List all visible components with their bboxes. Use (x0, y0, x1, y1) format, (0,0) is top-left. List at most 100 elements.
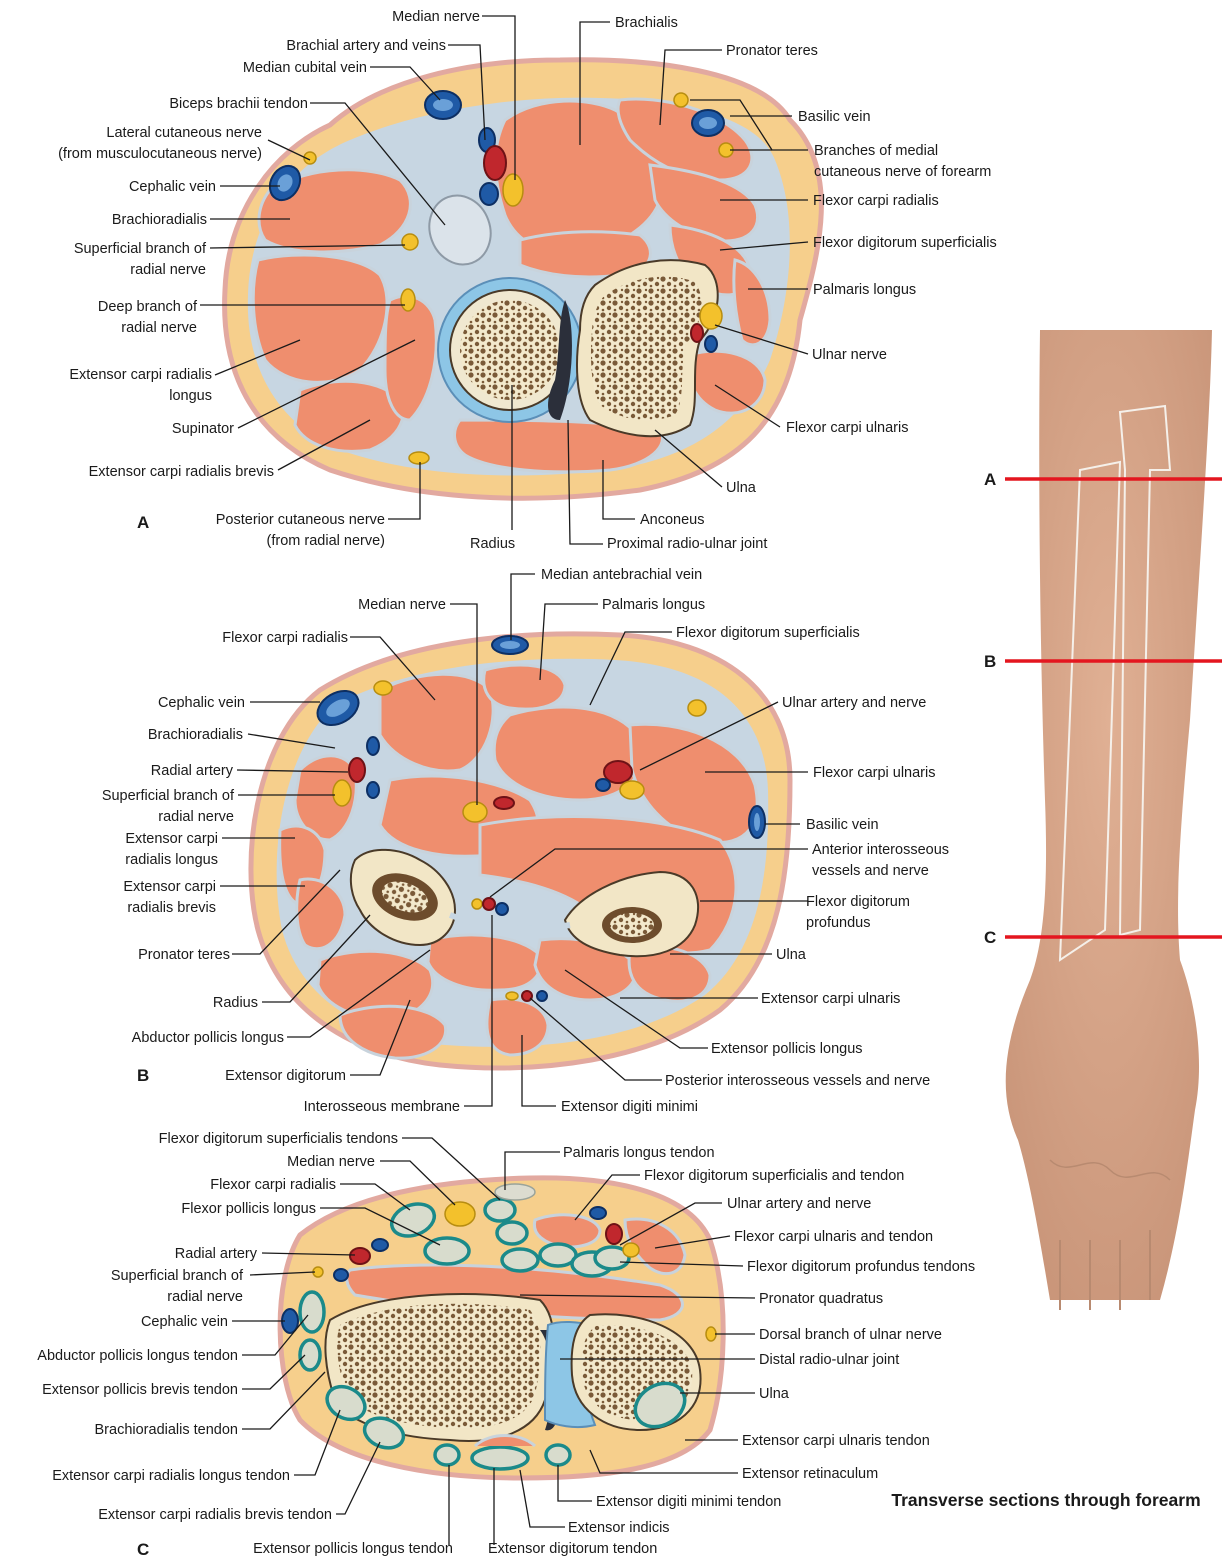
label-c-extensor-retinaculum: Extensor retinaculum (742, 1466, 878, 1482)
label-b-basilic-vein: Basilic vein (806, 817, 879, 833)
label-c-ulnar-artery-nerve: Ulnar artery and nerve (727, 1196, 871, 1212)
label-a-ecrb: Extensor carpi radialis brevis (89, 464, 274, 480)
label-b-ecrl-2: radialis longus (125, 852, 218, 868)
label-c-median-nerve: Median nerve (287, 1154, 375, 1170)
label-a-ulnar-nerve: Ulnar nerve (812, 347, 887, 363)
label-c-extensor-digitorum-tendon: Extensor digitorum tendon (488, 1541, 657, 1557)
label-b-anterior-interosseous-2: vessels and nerve (812, 863, 929, 879)
label-b-pronator-teres: Pronator teres (138, 947, 230, 963)
label-b-cephalic-vein: Cephalic vein (158, 695, 245, 711)
label-a-palmaris-longus: Palmaris longus (813, 282, 916, 298)
section-a-illustration (225, 60, 822, 498)
label-b-anterior-interosseous-1: Anterior interosseous (812, 842, 949, 858)
label-a-deep-radial-2: radial nerve (121, 320, 197, 336)
label-c-extensor-indicis: Extensor indicis (568, 1520, 670, 1536)
label-c-brachioradialis-tendon: Brachioradialis tendon (95, 1422, 238, 1438)
label-c-cephalic-vein: Cephalic vein (141, 1314, 228, 1330)
label-c-palmaris-longus-tendon: Palmaris longus tendon (563, 1145, 715, 1161)
label-a-lateral-cutaneous-2: (from musculocutaneous nerve) (58, 146, 262, 162)
label-a-superficial-radial-1: Superficial branch of (74, 241, 207, 257)
label-b-edm: Extensor digiti minimi (561, 1099, 698, 1115)
label-c-pronator-quadratus: Pronator quadratus (759, 1291, 883, 1307)
label-a-brachioradialis: Brachioradialis (112, 212, 207, 228)
label-c-ecrl-tendon: Extensor carpi radialis longus tendon (52, 1468, 290, 1484)
label-b-extensor-digitorum: Extensor digitorum (225, 1068, 346, 1084)
label-a-posterior-cutaneous-2: (from radial nerve) (267, 533, 385, 549)
label-a-deep-radial-1: Deep branch of (98, 299, 198, 315)
label-c-fpl: Flexor pollicis longus (181, 1201, 316, 1217)
label-b-superficial-radial-1: Superficial branch of (102, 788, 235, 804)
marker-b: B (984, 652, 996, 671)
label-b-superficial-radial-2: radial nerve (158, 809, 234, 825)
label-b-ecrb-2: radialis brevis (127, 900, 216, 916)
label-a-posterior-cutaneous-1: Posterior cutaneous nerve (216, 512, 385, 528)
label-a-anconeus: Anconeus (640, 512, 705, 528)
label-a-median-nerve: Median nerve (392, 9, 480, 25)
label-c-ulna: Ulna (759, 1386, 790, 1402)
label-b-posterior-interosseous: Posterior interosseous vessels and nerve (665, 1073, 930, 1089)
label-a-superficial-radial-2: radial nerve (130, 262, 206, 278)
label-b-median-nerve: Median nerve (358, 597, 446, 613)
label-a-medial-cutaneous-1: Branches of medial (814, 143, 938, 159)
label-b-palmaris-longus: Palmaris longus (602, 597, 705, 613)
marker-c: C (984, 928, 996, 947)
label-b-median-antebrachial-vein: Median antebrachial vein (541, 567, 702, 583)
label-b-ulnar-artery-nerve: Ulnar artery and nerve (782, 695, 926, 711)
label-b-ecu: Extensor carpi ulnaris (761, 991, 900, 1007)
section-c-illustration (280, 1178, 723, 1478)
label-a-brachialis: Brachialis (615, 15, 678, 31)
label-a-ecrl-1: Extensor carpi radialis (69, 367, 212, 383)
label-c-fdp-tendons: Flexor digitorum profundus tendons (747, 1259, 975, 1275)
label-b-radial-artery: Radial artery (151, 763, 234, 779)
label-a-basilic-vein: Basilic vein (798, 109, 871, 125)
label-a-medial-cutaneous-2: cutaneous nerve of forearm (814, 164, 991, 180)
label-b-epl: Extensor pollicis longus (711, 1041, 863, 1057)
label-b-fdp-1: Flexor digitorum (806, 894, 910, 910)
section-a-letter: A (137, 513, 149, 532)
marker-a: A (984, 470, 996, 489)
label-c-edm-tendon: Extensor digiti minimi tendon (596, 1494, 781, 1510)
label-c-flexor-carpi-radialis: Flexor carpi radialis (210, 1177, 336, 1193)
label-a-median-cubital-vein: Median cubital vein (243, 60, 367, 76)
section-c-letter: C (137, 1540, 149, 1559)
label-c-apl-tendon: Abductor pollicis longus tendon (37, 1348, 238, 1364)
label-c-dorsal-ulnar-nerve: Dorsal branch of ulnar nerve (759, 1327, 942, 1343)
label-b-flexor-carpi-ulnaris: Flexor carpi ulnaris (813, 765, 936, 781)
label-a-flexor-carpi-ulnaris: Flexor carpi ulnaris (786, 420, 909, 436)
label-a-lateral-cutaneous-1: Lateral cutaneous nerve (106, 125, 262, 141)
label-b-ecrb-1: Extensor carpi (123, 879, 216, 895)
label-a-radius: Radius (470, 536, 515, 552)
label-a-ecrl-2: longus (169, 388, 212, 404)
label-c-fcu-tendon: Flexor carpi ulnaris and tendon (734, 1229, 933, 1245)
label-b-brachioradialis: Brachioradialis (148, 727, 243, 743)
label-a-biceps-tendon: Biceps brachii tendon (169, 96, 308, 112)
figure-title: Transverse sections through forearm (891, 1490, 1200, 1510)
label-c-epl-tendon: Extensor pollicis longus tendon (253, 1541, 453, 1557)
label-b-radius: Radius (213, 995, 258, 1011)
label-a-brachial-artery: Brachial artery and veins (286, 38, 446, 54)
label-c-superficial-radial-1: Superficial branch of (111, 1268, 244, 1284)
label-b-ecrl-1: Extensor carpi (125, 831, 218, 847)
section-b-letter: B (137, 1066, 149, 1085)
section-b-illustration (251, 634, 790, 1068)
label-b-flexor-carpi-radialis: Flexor carpi radialis (222, 630, 348, 646)
label-b-apl: Abductor pollicis longus (132, 1030, 284, 1046)
label-b-interosseous-membrane: Interosseous membrane (304, 1099, 460, 1115)
label-a-proximal-radioulnar: Proximal radio-ulnar joint (607, 536, 767, 552)
label-c-distal-radioulnar: Distal radio-ulnar joint (759, 1352, 899, 1368)
label-b-ulna: Ulna (776, 947, 807, 963)
label-c-epb-tendon: Extensor pollicis brevis tendon (42, 1382, 238, 1398)
label-a-fds: Flexor digitorum superficialis (813, 235, 997, 251)
label-c-fds-tendons: Flexor digitorum superficialis tendons (159, 1131, 398, 1147)
label-b-fdp-2: profundus (806, 915, 871, 931)
label-a-supinator: Supinator (172, 421, 234, 437)
label-a-pronator-teres: Pronator teres (726, 43, 818, 59)
label-a-ulna: Ulna (726, 480, 757, 496)
label-b-fds: Flexor digitorum superficialis (676, 625, 860, 641)
label-c-superficial-radial-2: radial nerve (167, 1289, 243, 1305)
label-c-ecrb-tendon: Extensor carpi radialis brevis tendon (98, 1507, 332, 1523)
label-a-cephalic-vein: Cephalic vein (129, 179, 216, 195)
label-a-flexor-carpi-radialis: Flexor carpi radialis (813, 193, 939, 209)
label-c-radial-artery: Radial artery (175, 1246, 258, 1262)
